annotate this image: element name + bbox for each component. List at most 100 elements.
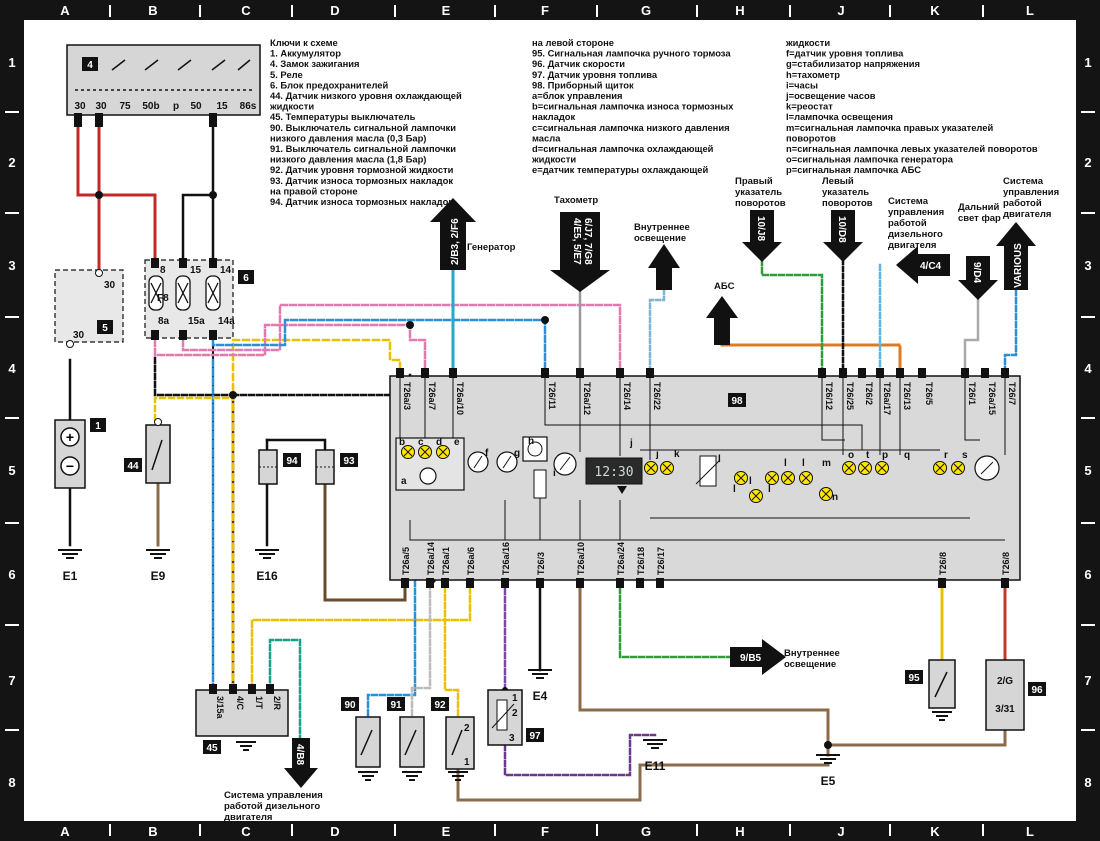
legend-line: 95. Сигнальная лампочка ручного тормоза: [532, 48, 731, 59]
connector-pin: [449, 368, 457, 378]
connector-pin: [501, 578, 509, 588]
frame-col-label: A: [60, 3, 70, 18]
cluster-element-letter: l: [749, 476, 752, 487]
sensor97-pin3: 3: [509, 733, 515, 744]
frame-col-label: A: [60, 824, 70, 839]
frame-row-label: 6: [1084, 567, 1091, 582]
frame-col-label: E: [442, 3, 451, 18]
cluster-pin-label: T26a/3: [402, 382, 412, 410]
connector-pin: [646, 368, 654, 378]
cluster-pin-label: T26a/6: [466, 547, 476, 575]
legend-line: h=тахометр: [786, 69, 840, 80]
component-id-badge: [82, 57, 98, 71]
sensor96-pin-top: 2/G: [997, 676, 1013, 687]
legend-line: на правой стороне: [270, 185, 358, 196]
ignition-terminal: 50b: [142, 101, 159, 112]
connector-pin: [938, 578, 946, 588]
cluster-element-letter: l: [802, 458, 805, 469]
connector-pin: [396, 368, 404, 378]
connector-pin: [616, 578, 624, 588]
wire-brown: [578, 578, 830, 757]
sensor96-pin-bottom: 3/31: [995, 704, 1015, 715]
wire-pink-blue: [153, 323, 427, 377]
instrument-cluster: 98 12:30: [389, 368, 1021, 588]
transistor-icon: [419, 467, 437, 485]
wire-red: [76, 125, 157, 260]
connector-pin: [636, 578, 644, 588]
frame-col-label: L: [1026, 824, 1034, 839]
legend-line: низкого давления масла (0,3 Бар): [270, 132, 426, 143]
legend-line: j=освещение часов: [785, 90, 876, 101]
legend-line: 96. Датчик скорости: [532, 58, 625, 69]
tacho-label: Тахометр: [554, 195, 598, 206]
minus-terminal-icon: [60, 456, 80, 476]
relay: 30 30 5: [54, 269, 124, 348]
frame-row-label: 6: [8, 567, 15, 582]
cluster-element-letter: a: [401, 476, 407, 487]
legend-line: n=сигнальная лампочка левых указателей п…: [786, 143, 1038, 154]
legend-line: b=сигнальная лампочка износа тормозных: [532, 101, 734, 112]
legend-line: масла: [532, 132, 561, 143]
cluster-element-letter: j: [655, 449, 659, 460]
ignition-terminal: 15: [216, 101, 228, 112]
connector-pin: [1001, 578, 1009, 588]
generator-ref: 2/B3, 2/F6: [450, 218, 461, 265]
wires: [68, 125, 1018, 802]
cluster-pin-label: T26/8: [938, 552, 948, 575]
connector-pin: [896, 368, 904, 378]
wire-black: [181, 193, 215, 260]
resistor-icon: [533, 469, 547, 499]
connector-pin: [839, 368, 847, 378]
cluster-pin-label: T26/7: [1007, 382, 1017, 405]
frame-col-label: E: [442, 824, 451, 839]
frame-row-label: 4: [1084, 361, 1092, 376]
ground-symbol: [236, 741, 256, 751]
connector-pin: [858, 368, 866, 378]
legend-line: 91. Выключатель сигнальной лампочки: [270, 143, 456, 154]
sensor96-id: 96: [1031, 685, 1043, 696]
cluster-element-letter: d: [436, 437, 442, 448]
cluster-element-letter: j: [629, 438, 633, 449]
legend-line: d=сигнальная лампочка охлаждающей: [532, 143, 714, 154]
ground-symbol: [448, 771, 468, 781]
ignition-terminal: 50: [190, 101, 202, 112]
frame-col-label: C: [241, 824, 251, 839]
sensor92-pin2: 2: [464, 723, 470, 734]
frame-col-label: C: [241, 3, 251, 18]
frame-col-label: G: [641, 3, 651, 18]
brake-pad-sensor-left: 94: [258, 449, 301, 485]
frame-col-label: H: [735, 3, 744, 18]
cluster-element-letter: l: [718, 454, 721, 465]
legend-line: 94. Датчик износа тормозных накладок: [270, 196, 453, 207]
switch91-id: 91: [390, 700, 402, 711]
wire-blue-white: [1003, 288, 1018, 377]
cluster-element-letter: o: [848, 450, 854, 461]
frame-row-label: 2: [1084, 155, 1091, 170]
frame-row-label: 2: [8, 155, 15, 170]
connector-pin: [541, 368, 549, 378]
handbrake-switch: 95: [905, 659, 956, 709]
cluster-pin-label: T26/12: [824, 382, 834, 410]
speed-sensor: 2/G 3/31 96: [985, 659, 1046, 731]
cluster-element-letter: c: [418, 437, 424, 448]
cluster-pin-label: T26a/7: [427, 382, 437, 410]
frame-col-label: L: [1026, 3, 1034, 18]
cluster-pin-label: T26/18: [636, 547, 646, 575]
fuse-pin-top: 15: [190, 265, 202, 276]
cluster-element-letter: n: [832, 492, 838, 503]
wire-white: [963, 298, 980, 377]
legend-line: 97. Датчик уровня топлива: [532, 69, 658, 80]
cluster-pin-label: T26/11: [547, 382, 557, 410]
plus-terminal-icon: [60, 427, 80, 447]
frame-row-label: 5: [1084, 463, 1091, 478]
clock-time: 12:30: [594, 465, 633, 480]
cluster-element-letter: r: [944, 450, 948, 461]
connector-pin: [818, 368, 826, 378]
frame-row-label: 5: [8, 463, 15, 478]
legend-line: c=сигнальная лампочка низкого давления: [532, 122, 730, 133]
